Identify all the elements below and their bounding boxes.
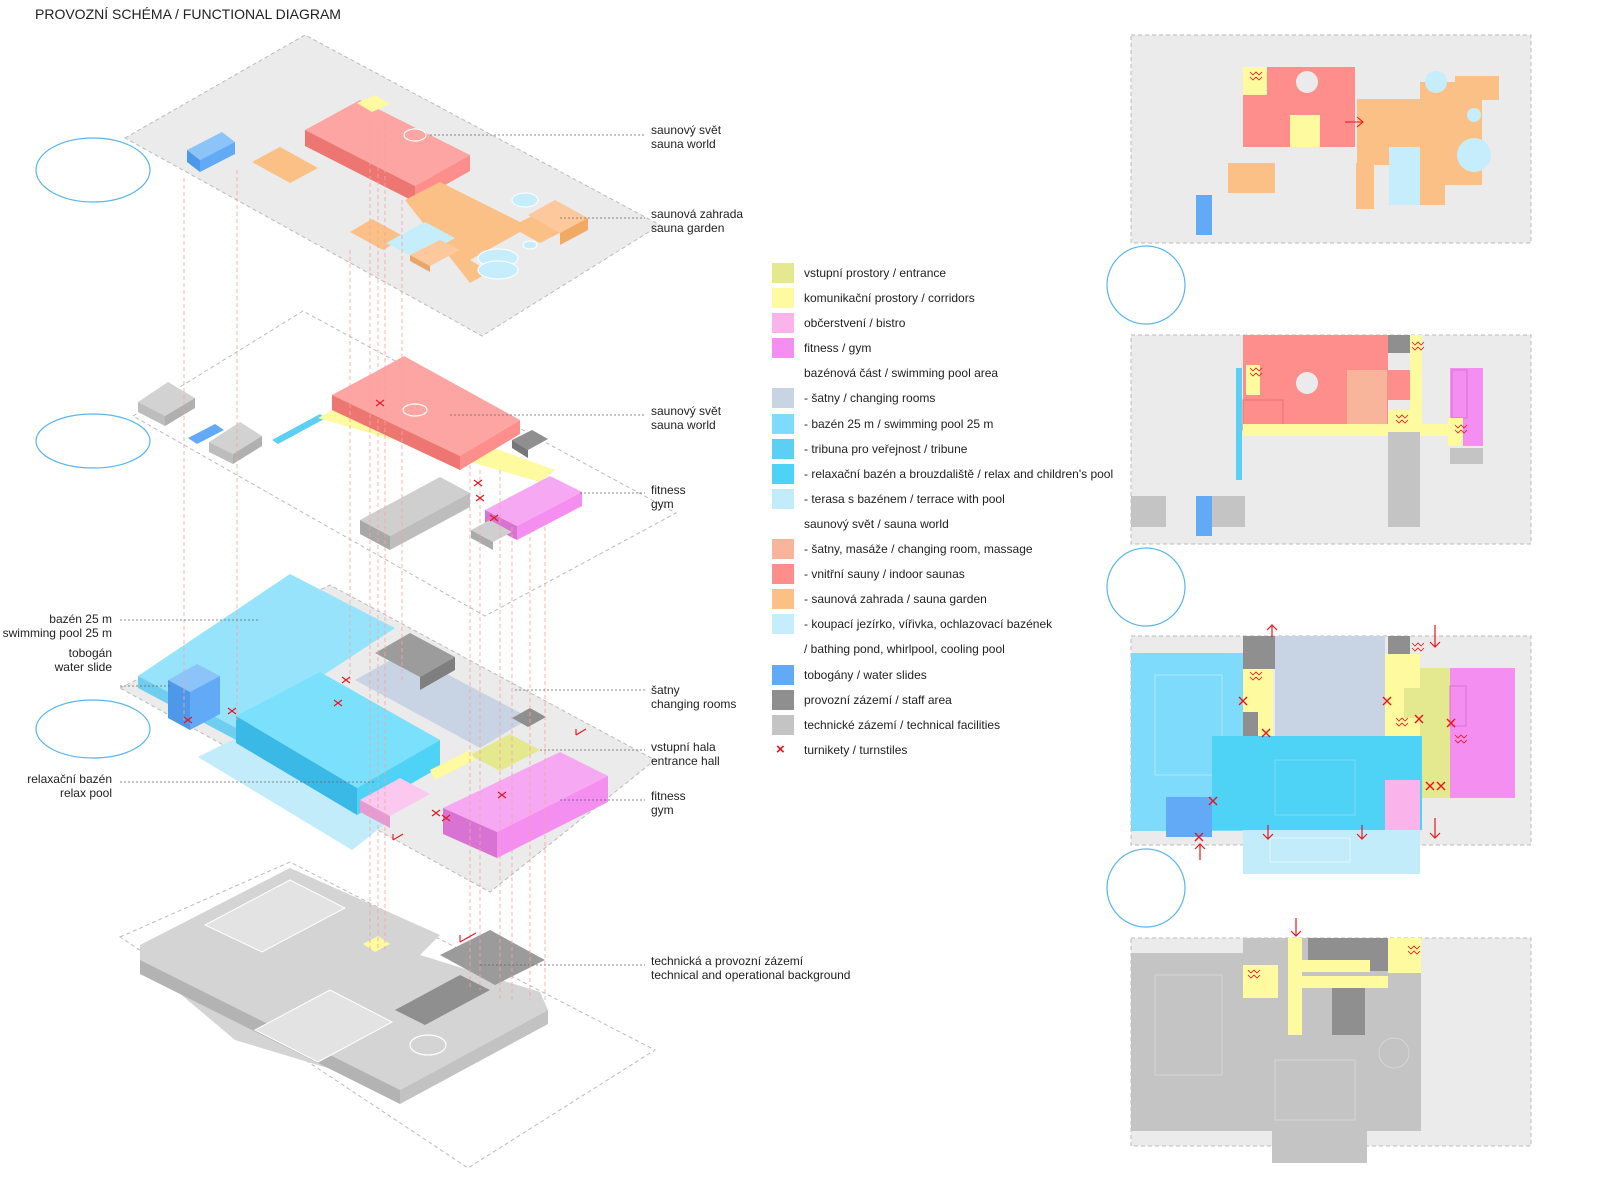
page-title: PROVOZNÍ SCHÉMA / FUNCTIONAL DIAGRAM <box>35 6 341 22</box>
axo-level-pool <box>35 574 656 893</box>
legend-item: občerstvení / bistro <box>772 313 1152 338</box>
legend-swatch <box>772 288 794 309</box>
legend-item: - vnitřní sauny / indoor saunas <box>772 564 1152 589</box>
axo-level-technical <box>118 861 657 1169</box>
legend-swatch <box>772 664 794 685</box>
legend-item: - šatny / changing rooms <box>772 388 1152 413</box>
legend-swatch <box>772 689 794 710</box>
legend-item: - terasa s bazénem / terrace with pool <box>772 488 1152 514</box>
legend-label: saunový svět / sauna world <box>804 516 949 531</box>
plan-level-4 <box>1130 918 1532 1163</box>
legend-label: technické zázemí / technical facilities <box>804 717 1001 732</box>
legend-item: / bathing pond, whirlpool, cooling pool <box>772 639 1152 664</box>
legend-swatch <box>772 388 794 409</box>
leader-lines <box>120 134 645 966</box>
plan-level-2 <box>1130 334 1532 545</box>
legend-label: - šatny / changing rooms <box>804 391 936 406</box>
axo-level-sauna-gym <box>35 310 678 617</box>
vertical-connectors <box>183 120 546 1000</box>
legend-item: - relaxační bazén a brouzdaliště / relax… <box>772 463 1152 489</box>
legend-label: - relaxační bazén a brouzdaliště / relax… <box>804 466 1114 481</box>
legend-item: - bazén 25 m / swimming pool 25 m <box>772 413 1152 439</box>
legend-label: - vnitřní sauny / indoor saunas <box>804 567 965 582</box>
legend-item: tobogány / water slides <box>772 664 1152 690</box>
legend-label: turnikety / turnstiles <box>804 742 908 757</box>
legend-label: - terasa s bazénem / terrace with pool <box>804 491 1005 506</box>
plan-level-1 <box>1130 34 1532 244</box>
legend-label: vstupní prostory / entrance <box>804 266 947 280</box>
legend-item: - saunová zahrada / sauna garden <box>772 589 1152 614</box>
legend-item: saunový svět / sauna world <box>772 514 1152 539</box>
legend-label: - tribuna pro veřejnost / tribune <box>804 441 968 456</box>
axo-level-sauna-roof <box>35 34 661 337</box>
turnstile-marker-icon: × <box>776 740 785 758</box>
legend-swatch <box>772 263 794 283</box>
legend-label: tobogány / water slides <box>804 667 927 682</box>
legend-item: vstupní prostory / entrance <box>772 263 1152 288</box>
legend-label: - šatny, masáže / changing room, massage <box>804 542 1033 557</box>
legend-swatch <box>772 313 794 334</box>
legend-label: fitness / gym <box>804 341 872 356</box>
legend-item: fitness / gym <box>772 338 1152 363</box>
legend-label: - bazén 25 m / swimming pool 25 m <box>804 416 994 431</box>
legend-swatch <box>772 463 794 484</box>
plan-level-3 <box>1130 624 1532 874</box>
legend-label: provozní zázemí / staff area <box>804 692 952 707</box>
legend-swatch <box>772 438 794 459</box>
legend-swatch <box>772 488 794 509</box>
legend-item: × turnikety / turnstiles <box>772 740 1152 765</box>
north-arrow-circle <box>1106 245 1186 325</box>
legend-label: občerstvení / bistro <box>804 316 906 331</box>
legend-swatch <box>772 413 794 434</box>
legend-swatch <box>772 589 794 610</box>
legend-swatch <box>772 614 794 635</box>
legend-item: provozní zázemí / staff area <box>772 689 1152 715</box>
axo-turnstiles <box>183 399 587 943</box>
legend-label: bazénová část / swimming pool area <box>804 366 999 381</box>
legend-swatch <box>772 564 794 585</box>
north-arrow-circle <box>35 137 151 203</box>
legend-label: - koupací jezírko, vířivka, ochlazovací … <box>804 617 1053 632</box>
legend-item: komunikační prostory / corridors <box>772 288 1152 313</box>
legend: vstupní prostory / entrance komunikační p… <box>772 263 1152 765</box>
legend-swatch <box>772 539 794 560</box>
legend-swatch <box>772 714 794 735</box>
legend-label: - saunová zahrada / sauna garden <box>804 592 987 607</box>
legend-item: bazénová část / swimming pool area <box>772 363 1152 388</box>
legend-swatch <box>772 338 794 359</box>
legend-label: / bathing pond, whirlpool, cooling pool <box>804 642 1005 657</box>
legend-item: - šatny, masáže / changing room, massage <box>772 539 1152 564</box>
legend-item: - tribuna pro veřejnost / tribune <box>772 438 1152 464</box>
legend-label: komunikační prostory / corridors <box>804 291 975 306</box>
legend-item: technické zázemí / technical facilities <box>772 714 1152 740</box>
legend-item: - koupací jezírko, vířivka, ochlazovací … <box>772 614 1152 639</box>
